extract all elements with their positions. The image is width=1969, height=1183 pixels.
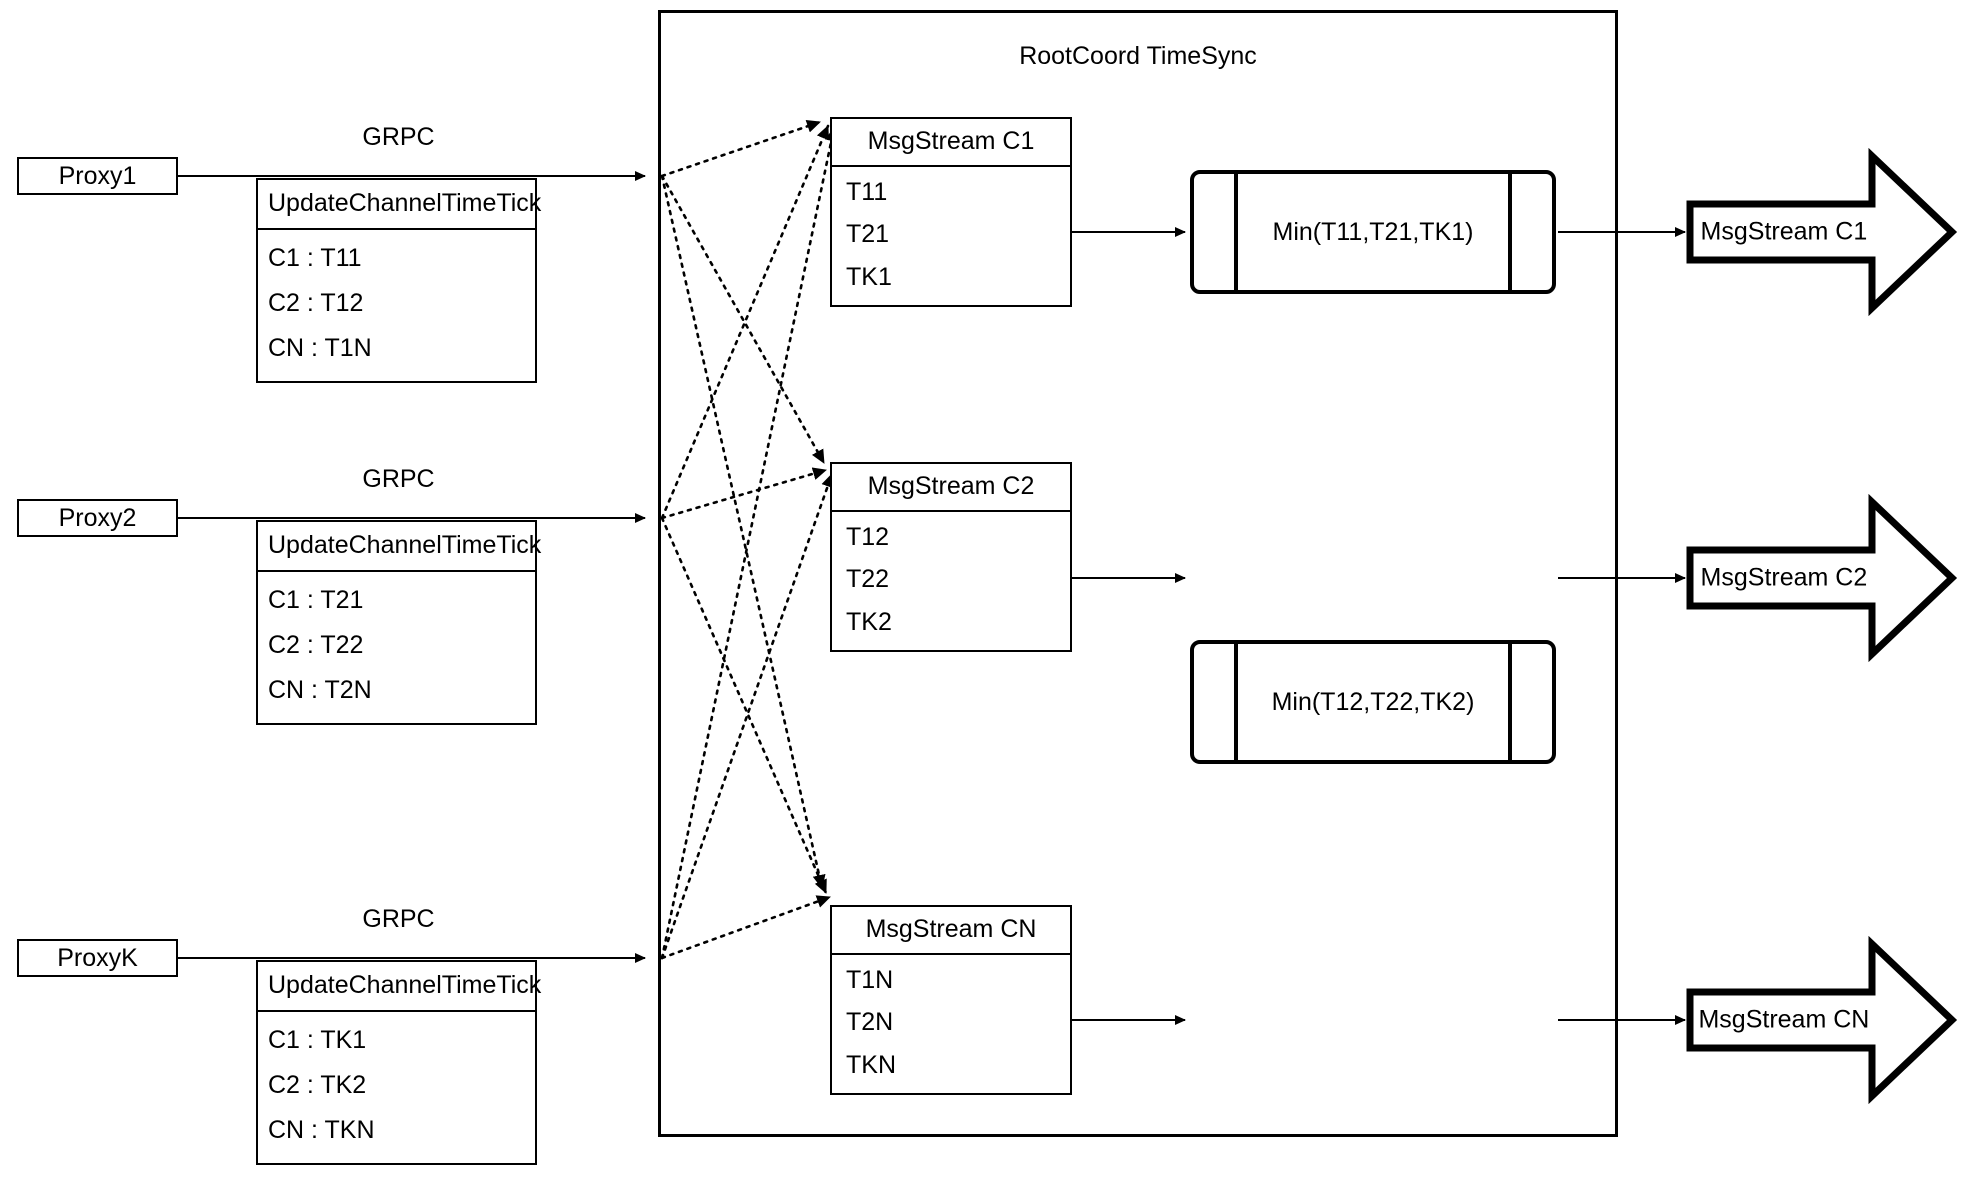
msgstream-table-cn: MsgStream CN T1N T2N TKN xyxy=(830,905,1072,1095)
table-row: CN : T1N xyxy=(268,334,372,362)
update-channel-timetick-table-2: UpdateChannelTimeTick C1 : T21 C2 : T22 … xyxy=(256,520,541,725)
container-title: RootCoord TimeSync xyxy=(1019,42,1257,70)
proxy-box-2[interactable]: Proxy2 xyxy=(17,499,178,537)
output-block-arrow-1: MsgStream C1 xyxy=(1686,148,1958,316)
output-block-arrow-3: MsgStream CN xyxy=(1686,936,1958,1104)
msgstream-table-c2: MsgStream C2 T12 T22 TK2 xyxy=(830,462,1072,652)
table-row: C2 : T12 xyxy=(268,289,364,317)
update-channel-timetick-table-k: UpdateChannelTimeTick C1 : TK1 C2 : TK2 … xyxy=(256,960,541,1165)
table-row: CN : TKN xyxy=(268,1116,375,1144)
table-row: C2 : T22 xyxy=(268,631,364,659)
rootcoord-timesync-container xyxy=(658,10,1618,1137)
min-label: Min(T12,T22,TK2) xyxy=(1271,687,1475,716)
table-row: C1 : T21 xyxy=(268,586,364,614)
table-row: CN : T2N xyxy=(268,676,372,704)
update-channel-timetick-table-1: UpdateChannelTimeTick C1 : T11 C2 : T12 … xyxy=(256,178,541,383)
grpc-label-1: GRPC xyxy=(362,123,435,151)
msgstream-row: T22 xyxy=(846,565,890,594)
table-row: C1 : TK1 xyxy=(268,1026,367,1054)
output-label: MsgStream CN xyxy=(1698,1005,1870,1034)
output-label: MsgStream C2 xyxy=(1700,563,1868,592)
msgstream-row: TK1 xyxy=(846,263,892,292)
proxy-box-1[interactable]: Proxy1 xyxy=(17,157,178,195)
output-block-arrow-2: MsgStream C2 xyxy=(1686,494,1958,662)
msgstream-row: T1N xyxy=(846,965,894,994)
table-body: C1 : T21 C2 : T22 CN : T2N xyxy=(258,572,535,723)
output-label: MsgStream C1 xyxy=(1700,217,1868,246)
min-process-shape-2: Min(T12,T22,TK2) xyxy=(1190,640,1556,764)
msgstream-row: T12 xyxy=(846,522,890,551)
proxy-box-k[interactable]: ProxyK xyxy=(17,939,178,977)
proxy-label: ProxyK xyxy=(57,943,138,972)
table-row: C2 : TK2 xyxy=(268,1071,367,1099)
msgstream-row: TK2 xyxy=(846,608,892,637)
msgstream-table-c1: MsgStream C1 T11 T21 TK1 xyxy=(830,117,1072,307)
table-body: C1 : TK1 C2 : TK2 CN : TKN xyxy=(258,1012,535,1163)
table-title: UpdateChannelTimeTick xyxy=(258,180,541,230)
msgstream-row: T11 xyxy=(846,177,888,206)
msgstream-body: T12 T22 TK2 xyxy=(832,512,1070,650)
grpc-label-2: GRPC xyxy=(362,465,435,493)
msgstream-body: T11 T21 TK1 xyxy=(832,167,1070,305)
msgstream-row: TKN xyxy=(846,1051,896,1080)
msgstream-title: MsgStream C2 xyxy=(832,464,1070,512)
msgstream-title: MsgStream C1 xyxy=(832,119,1070,167)
proxy-label: Proxy1 xyxy=(58,161,137,190)
table-body: C1 : T11 C2 : T12 CN : T1N xyxy=(258,230,535,381)
msgstream-row: T21 xyxy=(846,220,890,249)
min-process-shape-1: Min(T11,T21,TK1) xyxy=(1190,170,1556,294)
proxy-label: Proxy2 xyxy=(58,503,137,532)
table-row: C1 : T11 xyxy=(268,244,362,272)
msgstream-row: T2N xyxy=(846,1008,894,1037)
min-label: Min(T11,T21,TK1) xyxy=(1272,217,1474,246)
table-title: UpdateChannelTimeTick xyxy=(258,522,541,572)
msgstream-title: MsgStream CN xyxy=(832,907,1070,955)
grpc-label-k: GRPC xyxy=(362,905,435,933)
msgstream-body: T1N T2N TKN xyxy=(832,955,1070,1093)
table-title: UpdateChannelTimeTick xyxy=(258,962,541,1012)
